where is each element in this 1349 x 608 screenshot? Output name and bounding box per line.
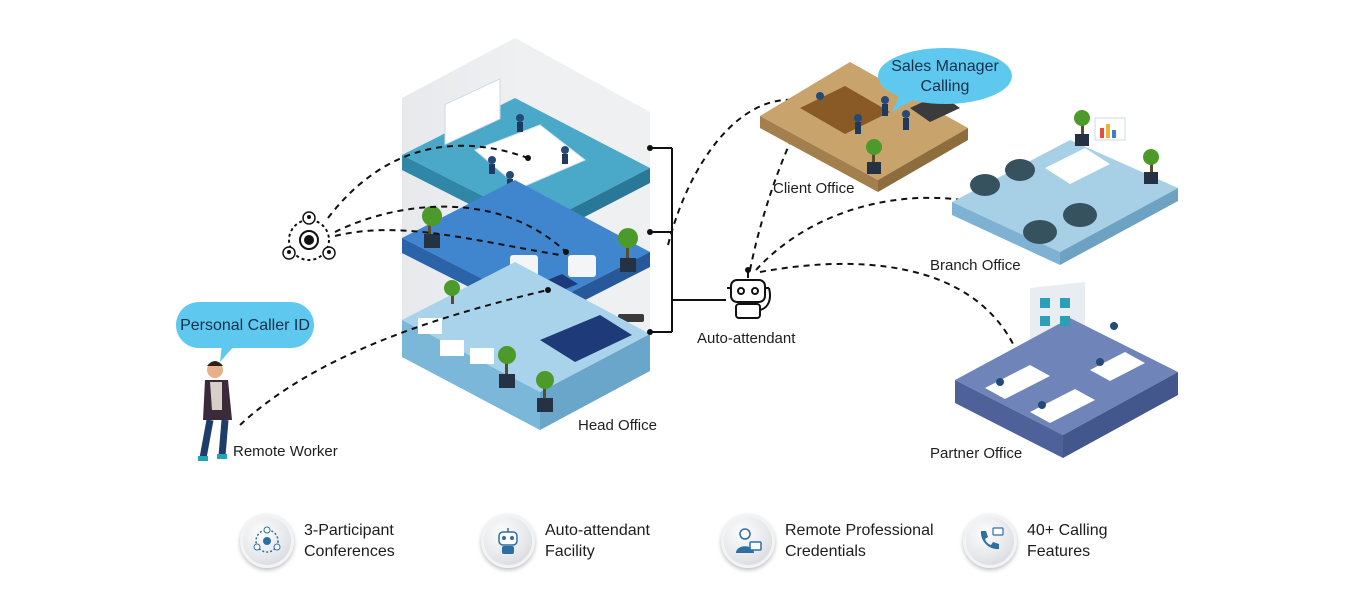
svg-text:Personal Caller ID: Personal Caller ID bbox=[180, 317, 310, 334]
head-office-label: Head Office bbox=[578, 417, 657, 434]
branch-office-room bbox=[952, 110, 1178, 265]
feature-4-line1: 40+ Calling bbox=[1027, 522, 1108, 539]
floor-connector-bracket bbox=[650, 147, 726, 333]
auto-attendant-label: Auto-attendant bbox=[697, 330, 796, 347]
sales-manager-calling-bubble: Sales Manager Calling bbox=[878, 48, 1012, 112]
feature-4-line2: Features bbox=[1027, 543, 1091, 560]
remote-worker-label: Remote Worker bbox=[233, 443, 338, 460]
feature-2-line2: Facility bbox=[545, 543, 595, 560]
feature-1-line2: Conferences bbox=[304, 543, 395, 560]
client-office-label: Client Office bbox=[773, 180, 854, 197]
head-office-lower-floor bbox=[402, 262, 650, 430]
conference-hub-icon bbox=[282, 211, 336, 261]
auto-attendant-robot-icon bbox=[727, 267, 771, 319]
svg-text:Calling: Calling bbox=[921, 78, 970, 95]
feature-3-line1: Remote Professional bbox=[785, 522, 934, 539]
phone-call-icon bbox=[963, 514, 1017, 568]
professional-icon bbox=[721, 514, 775, 568]
partner-office-label: Partner Office bbox=[930, 445, 1022, 462]
partner-office-room bbox=[955, 282, 1178, 458]
remote-worker-figure bbox=[198, 361, 232, 461]
branch-office-label: Branch Office bbox=[930, 257, 1021, 274]
personal-caller-id-bubble: Personal Caller ID bbox=[176, 302, 314, 362]
call-connections bbox=[239, 98, 1023, 426]
client-office-room bbox=[760, 62, 968, 192]
head-office-building bbox=[402, 38, 650, 430]
svg-text:Sales Manager: Sales Manager bbox=[891, 58, 999, 75]
conference-icon bbox=[240, 514, 294, 568]
robot-icon bbox=[481, 514, 535, 568]
feature-3-line2: Credentials bbox=[785, 543, 866, 560]
feature-2-line1: Auto-attendant bbox=[545, 522, 650, 539]
feature-1-line1: 3-Participant bbox=[304, 522, 394, 539]
